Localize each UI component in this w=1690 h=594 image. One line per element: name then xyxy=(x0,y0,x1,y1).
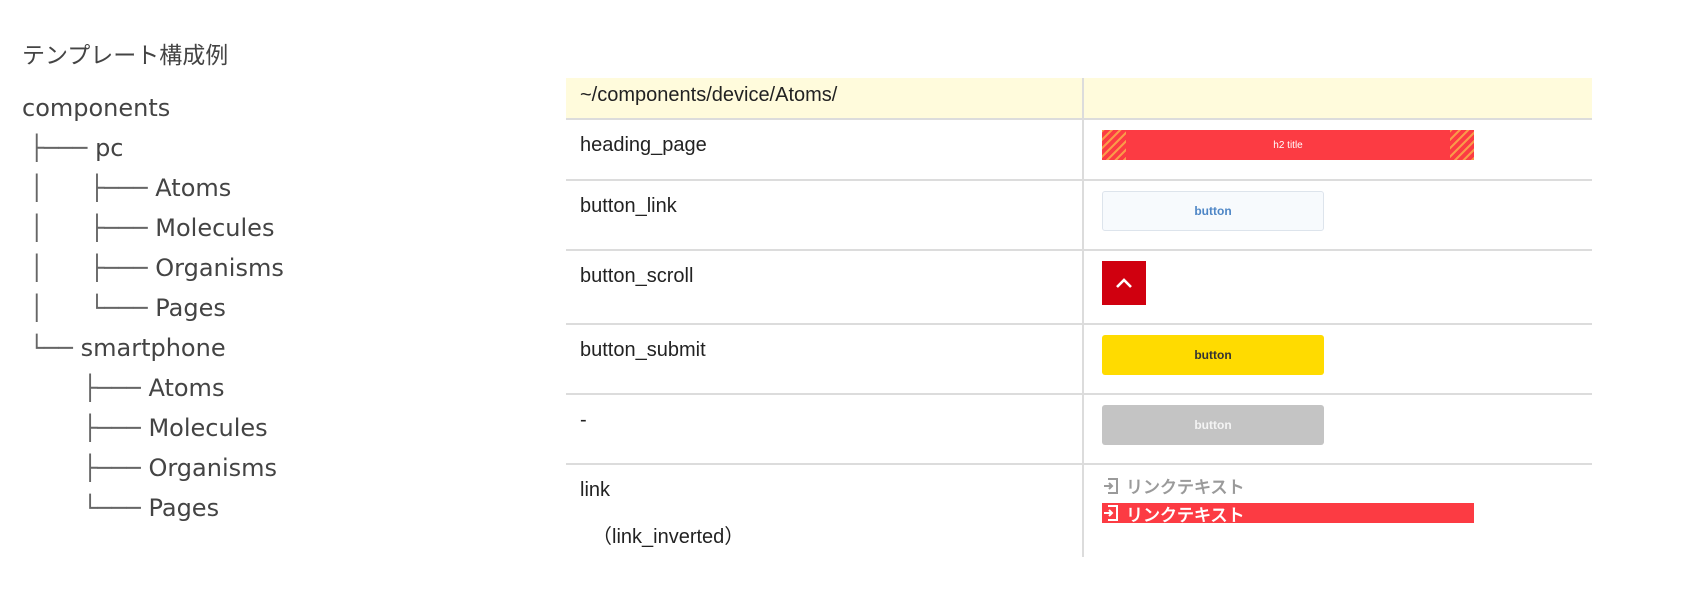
table-row: button_scroll xyxy=(566,251,1592,325)
component-name-secondary: （link_inverted） xyxy=(592,526,745,548)
component-sample: button xyxy=(1084,325,1592,393)
tree-branch: └── xyxy=(22,334,81,362)
tree-label: Molecules xyxy=(148,414,268,442)
tree-branch: ├─── xyxy=(22,454,149,482)
tree-branch: │ └─── xyxy=(22,294,156,322)
link-button[interactable]: button xyxy=(1102,191,1324,231)
tree-label: Atoms xyxy=(155,174,232,202)
tree-label: Pages xyxy=(148,494,220,522)
tree-item: │ └─── Pages xyxy=(22,288,284,328)
component-sample: リンクテキスト リンクテキスト xyxy=(1084,465,1592,557)
tree-branch: │ ├─── xyxy=(22,254,156,282)
tree-label: pc xyxy=(95,134,124,162)
link-inverted[interactable]: リンクテキスト xyxy=(1102,503,1474,525)
tree-item: ├─── pc xyxy=(22,128,284,168)
header-sample-cell xyxy=(1084,78,1592,118)
tree-branch: └─── xyxy=(22,494,149,522)
component-sample xyxy=(1084,251,1592,323)
tree-branch: ├─── xyxy=(22,414,149,442)
tree-branch: ├─── xyxy=(22,374,149,402)
tree-item: components xyxy=(22,88,284,128)
component-name: - xyxy=(566,395,1084,463)
tree-item: └── smartphone xyxy=(22,328,284,368)
directory-tree: components ├─── pc │ ├─── Atoms │ ├─── M… xyxy=(22,88,284,528)
table-row: heading_page h2 title xyxy=(566,120,1592,181)
tree-item: │ ├─── Atoms xyxy=(22,168,284,208)
decorative-stripes xyxy=(1102,130,1126,160)
tree-item: │ ├─── Organisms xyxy=(22,248,284,288)
heading-sample-text: h2 title xyxy=(1273,139,1303,151)
tree-item: └─── Pages xyxy=(22,488,284,528)
tree-label: Pages xyxy=(155,294,226,322)
link-label: リンクテキスト xyxy=(1126,478,1245,497)
tree-label: Molecules xyxy=(155,214,275,242)
tree-label: Organisms xyxy=(155,254,284,282)
tree-item: ├─── Atoms xyxy=(22,368,284,408)
tree-label: Organisms xyxy=(148,454,278,482)
table-row: button_link button xyxy=(566,181,1592,251)
tree-branch: │ ├─── xyxy=(22,214,156,242)
login-arrow-icon xyxy=(1104,505,1118,521)
heading-page-sample: h2 title xyxy=(1102,130,1474,160)
tree-branch: ├─── xyxy=(22,134,96,162)
component-name-primary: link xyxy=(580,479,611,501)
page-title: テンプレート構成例 xyxy=(22,43,229,69)
link-inverted-label: リンクテキスト xyxy=(1126,505,1245,525)
tree-branch: │ ├─── xyxy=(22,174,156,202)
table-row: link （link_inverted） リンクテキスト リンクテキスト xyxy=(566,465,1592,557)
decorative-stripes xyxy=(1450,130,1474,160)
tree-label: Atoms xyxy=(148,374,225,402)
tree-label: components xyxy=(22,94,171,122)
component-sample: button xyxy=(1084,395,1592,463)
link-text[interactable]: リンクテキスト xyxy=(1102,473,1245,498)
login-arrow-icon xyxy=(1104,477,1118,494)
component-name: button_submit xyxy=(566,325,1084,393)
table-header-row: ~/components/device/Atoms/ xyxy=(566,78,1592,120)
component-sample: h2 title xyxy=(1084,120,1592,179)
tree-item: ├─── Organisms xyxy=(22,448,284,488)
component-name: button_scroll xyxy=(566,251,1084,323)
tree-label: smartphone xyxy=(80,334,226,362)
table-row: button_submit button xyxy=(566,325,1592,395)
chevron-up-icon xyxy=(1116,278,1132,288)
component-name: heading_page xyxy=(566,120,1084,179)
component-name: button_link xyxy=(566,181,1084,249)
submit-button[interactable]: button xyxy=(1102,335,1324,375)
tree-item: │ ├─── Molecules xyxy=(22,208,284,248)
tree-item: ├─── Molecules xyxy=(22,408,284,448)
header-path: ~/components/device/Atoms/ xyxy=(566,78,1084,118)
component-sample: button xyxy=(1084,181,1592,249)
table-row: - button xyxy=(566,395,1592,465)
components-table: ~/components/device/Atoms/ heading_page … xyxy=(566,78,1592,557)
disabled-button[interactable]: button xyxy=(1102,405,1324,445)
component-name: link （link_inverted） xyxy=(566,465,1084,557)
scroll-top-button[interactable] xyxy=(1102,261,1146,305)
